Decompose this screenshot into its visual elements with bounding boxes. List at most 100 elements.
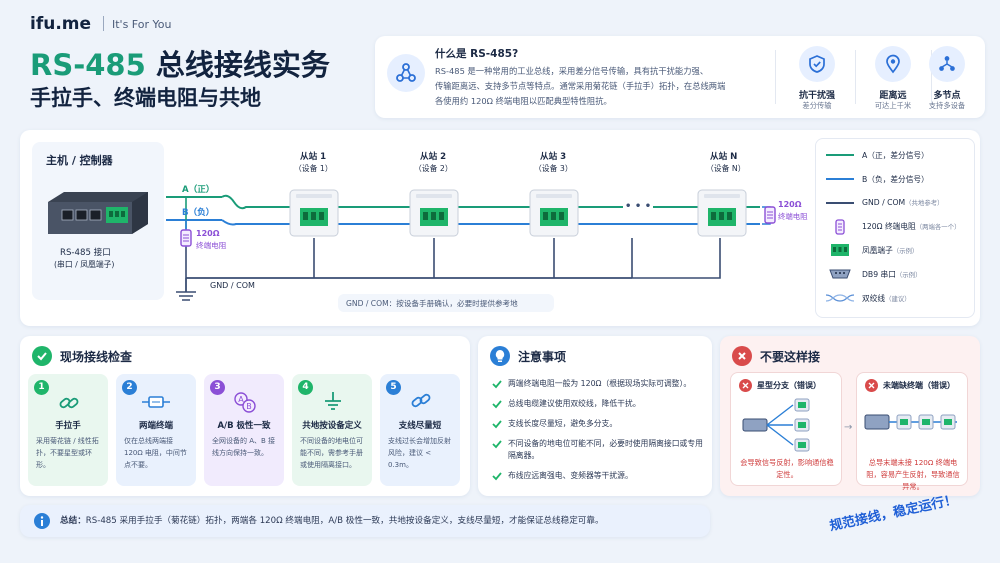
location-pin-icon [875, 46, 911, 82]
brand-logo: ifu.me [30, 14, 92, 34]
feature-sub: 可达上千米 [874, 101, 912, 110]
wrong-desc: 总导末端未接 120Ω 终端电阻，容易产生反射，导致通信异常。 [866, 458, 960, 491]
note-text: 两端终端电阻一般为 120Ω（根据现场实际可调整）。 [508, 379, 692, 388]
intro-description: RS-485 是一种常用的工业总线，采用差分信号传输，具有抗干扰能力强、传输距离… [435, 64, 765, 109]
legend-item: 双绞线（建议） [826, 291, 976, 305]
check-card-termination: 2 两端终端 仅在总线两端接 120Ω 电阻，中间节点不要。 [116, 374, 196, 486]
feature-divider [855, 50, 856, 104]
wrong-desc: 会导致信号反射，影响通信稳定性。 [740, 458, 834, 479]
legend-label: 凤凰端子 [862, 246, 893, 255]
slave-n-device-icon [696, 188, 748, 238]
page-subtitle: 手拉手、终端电阻与共地 [30, 86, 261, 110]
feature-divider [931, 50, 932, 104]
check-card-ground: 4 共地按设备定义 不同设备的地电位可能不同，需参考手册或使用隔离接口。 [292, 374, 372, 486]
legend-item: 120Ω 终端电阻（两端各一个） [826, 219, 976, 235]
check-number: 1 [34, 380, 49, 395]
feature-title: 距离远 [879, 91, 907, 101]
ground-symbol [176, 291, 196, 301]
legend-item: B（负，差分信号） [826, 172, 976, 186]
master-resistor-label: 终端电阻 [196, 241, 227, 250]
legend-note: （两端各一个） [915, 223, 961, 231]
svg-text:B: B [246, 402, 252, 411]
close-circle-icon [732, 346, 752, 366]
note-text: 布线应远离强电、变频器等干扰源。 [508, 471, 633, 480]
check-title: 两端终端 [138, 421, 173, 431]
check-title: 支线尽量短 [398, 421, 442, 431]
resistor-icon [764, 206, 776, 224]
twisted-pair-icon [826, 294, 854, 302]
slave-1-name: 从站 1 [300, 152, 327, 162]
lightbulb-icon [490, 346, 510, 366]
wrong-title: 未端缺终端（错误） [883, 381, 955, 390]
controller-device-icon [44, 188, 154, 236]
brand-divider [103, 16, 104, 31]
slave-3-device-icon [528, 188, 580, 238]
title-highlight: RS-485 [30, 48, 146, 82]
intro-line-2: 传输距离远、支持多节点等特点。通常采用菊花链（手拉手）拓扑，在总线两端 [435, 81, 726, 91]
gnd-drops [313, 238, 721, 279]
intro-question: 什么是 RS-485? [435, 48, 519, 60]
ground-icon [322, 390, 344, 416]
note-item: 总线电缆建议使用双绞线，降低干扰。 [492, 398, 702, 418]
end-resistor-label: 终端电阻 [778, 212, 808, 221]
resistor-icon [835, 219, 845, 235]
check-icon [492, 400, 502, 409]
legend-note: （共地参考） [905, 199, 944, 207]
check-card-short-stub: 5 支线尽量短 支线过长会增加反射风险，建议 < 0.3m。 [380, 374, 460, 486]
master-port-label: RS-485 接口 [60, 248, 111, 258]
feature-divider [775, 50, 776, 104]
check-title: 手拉手 [55, 421, 81, 431]
gnd-note-box [338, 294, 554, 312]
close-icon [739, 379, 752, 392]
field-check-panel: 现场接线检查 1 手拉手 采用菊花链 / 线性拓扑，不要星型或环形。 2 两端终… [20, 336, 470, 496]
legend-item: DB9 串口（示例） [826, 267, 976, 281]
legend-item: 凤凰端子（示例） [826, 243, 976, 257]
page-title: RS-485 总线接线实务 [30, 42, 330, 84]
network-nodes-icon [387, 54, 425, 92]
master-port-sublabel: (串口 / 凤凰端子) [54, 260, 115, 269]
note-item: 支线长度尽量短，避免多分支。 [492, 418, 702, 438]
legend-label: DB9 串口 [862, 270, 896, 279]
close-icon [865, 379, 878, 392]
wrong-title: 星型分支（错误） [757, 381, 821, 390]
summary-label: 总结： [60, 516, 86, 526]
check-icon [492, 420, 502, 429]
svg-text:A: A [238, 395, 244, 404]
summary-body: RS-485 采用手拉手（菊花链）拓扑，两端各 120Ω 终端电阻，A/B 极性… [85, 516, 604, 526]
note-item: 不同设备的地电位可能不同，必要时使用隔离接口或专用隔离器。 [492, 438, 703, 466]
summary-bar: 总结：RS-485 采用手拉手（菊花链）拓扑，两端各 120Ω 终端电阻，A/B… [20, 505, 710, 537]
line-a-label: A（正） [182, 185, 215, 195]
legend-label: B（负，差分信号） [862, 175, 929, 184]
feature-title: 多节点 [933, 91, 961, 101]
star-topology-icon [742, 398, 810, 452]
slave-1-device: （设备 1） [294, 164, 333, 173]
legend-note: （示例） [892, 247, 919, 255]
terminal-block-icon [831, 244, 849, 256]
check-icon [492, 472, 502, 481]
legend-note: （示例） [895, 271, 922, 279]
legend-label: 双绞线 [862, 294, 886, 303]
feature-sub: 差分传输 [802, 101, 832, 110]
donts-title: 不要这样接 [760, 350, 821, 364]
legend-label: 120Ω 终端电阻 [862, 222, 916, 231]
legend-note: （建议） [885, 295, 911, 303]
note-text: 支线长度尽量短，避免多分支。 [508, 419, 618, 428]
intro-line-3: 各使用约 120Ω 终端电阻以匹配典型特性阻抗。 [435, 96, 612, 106]
legend-label: A（正，差分信号） [862, 151, 929, 160]
notes-panel: 注意事项 两端终端电阻一般为 120Ω（根据现场实际可调整）。 总线电缆建议使用… [478, 336, 712, 496]
check-desc: 采用菊花链 / 线性拓扑，不要星型或环形。 [36, 437, 99, 469]
line-b-label: B（负） [182, 208, 215, 218]
missing-termination-icon [864, 414, 957, 430]
wrong-star-topology-card: 星型分支（错误） 会导致信号反射，影响通信稳定性。 [730, 372, 842, 486]
gnd-label: GND / COM [210, 281, 255, 290]
check-icon [492, 380, 502, 389]
brand-tagline: It's For You [112, 18, 172, 31]
field-check-title: 现场接线检查 [60, 350, 133, 364]
check-number: 2 [122, 380, 137, 395]
intro-line-1: RS-485 是一种常用的工业总线，采用差分信号传输，具有抗干扰能力强、 [435, 66, 709, 76]
legend-item: GND / COM（共地参考） [826, 196, 976, 210]
check-number: 4 [298, 380, 313, 395]
bus-wiring-svg [166, 194, 782, 301]
ellipsis-more-slaves: • • • [623, 201, 654, 212]
